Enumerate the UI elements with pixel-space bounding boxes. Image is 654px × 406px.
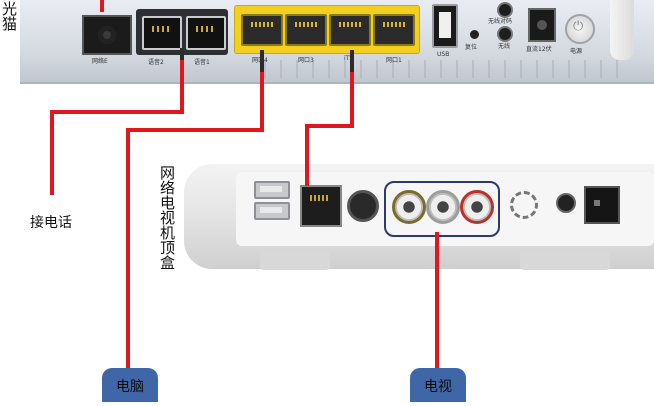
wifi-button: [497, 26, 513, 42]
stb-foot-left: [260, 250, 330, 270]
cable-itv: [305, 72, 354, 186]
computer-badge: 电脑: [102, 368, 158, 402]
fiber-port: [82, 15, 132, 55]
stb-dc-jack: [556, 193, 576, 213]
dc-jack: [528, 8, 556, 42]
stb-power-switch: [584, 186, 620, 224]
lan-port-3: [285, 14, 327, 46]
power-label: 电源: [570, 48, 583, 55]
dc-label: 直流12伏: [526, 46, 552, 53]
reset-label: 复位: [465, 44, 478, 51]
stb-network-port: [300, 185, 342, 227]
cable-phone: [50, 60, 184, 195]
wireless-pair-label: 无线对码: [488, 18, 513, 25]
phone-caption: 接电话: [30, 215, 72, 231]
usb-label: USB: [437, 51, 450, 58]
wifi-label: 无线: [498, 43, 511, 50]
usb-port: [432, 4, 458, 48]
phone1-label: 语音1: [194, 59, 210, 66]
stb-usb-port-2: [254, 202, 290, 220]
stb-ir-window: [510, 191, 538, 219]
lan3-label: 网口3: [298, 57, 314, 64]
lan-port-4: [241, 14, 283, 46]
stb-label: 网络电视机顶盒: [160, 164, 176, 272]
stb-av-red: [460, 190, 494, 224]
lan-port-1: [373, 14, 415, 46]
stb-av-white: [426, 190, 460, 224]
tv-badge: 电视: [410, 368, 466, 402]
phone-port-2: [142, 16, 182, 50]
lan1-label: 网口1: [386, 57, 402, 64]
stb-usb-port-1: [254, 181, 290, 199]
wireless-pair-button: [497, 2, 513, 18]
lan-port-group: [234, 5, 420, 54]
power-icon: [565, 14, 595, 44]
modem-vents: [250, 60, 630, 78]
itv-label: iTV: [344, 55, 354, 62]
stb-svideo-port: [347, 190, 379, 222]
stb-foot-right: [520, 250, 610, 270]
fiber-port-label: 网络E: [92, 58, 108, 65]
itv-port: [329, 14, 371, 46]
stb-av-output-group: [384, 181, 500, 237]
stb-av-yellow: [392, 190, 426, 224]
modem-label: 光猫: [2, 0, 18, 33]
phone2-label: 语音2: [148, 59, 164, 66]
phone-port-group: [136, 9, 228, 55]
phone-port-1: [186, 16, 226, 50]
cable-computer: [126, 72, 264, 372]
modem-antenna: [610, 0, 634, 60]
reset-button: [470, 30, 479, 39]
lan4-label: 网口4: [252, 57, 268, 64]
